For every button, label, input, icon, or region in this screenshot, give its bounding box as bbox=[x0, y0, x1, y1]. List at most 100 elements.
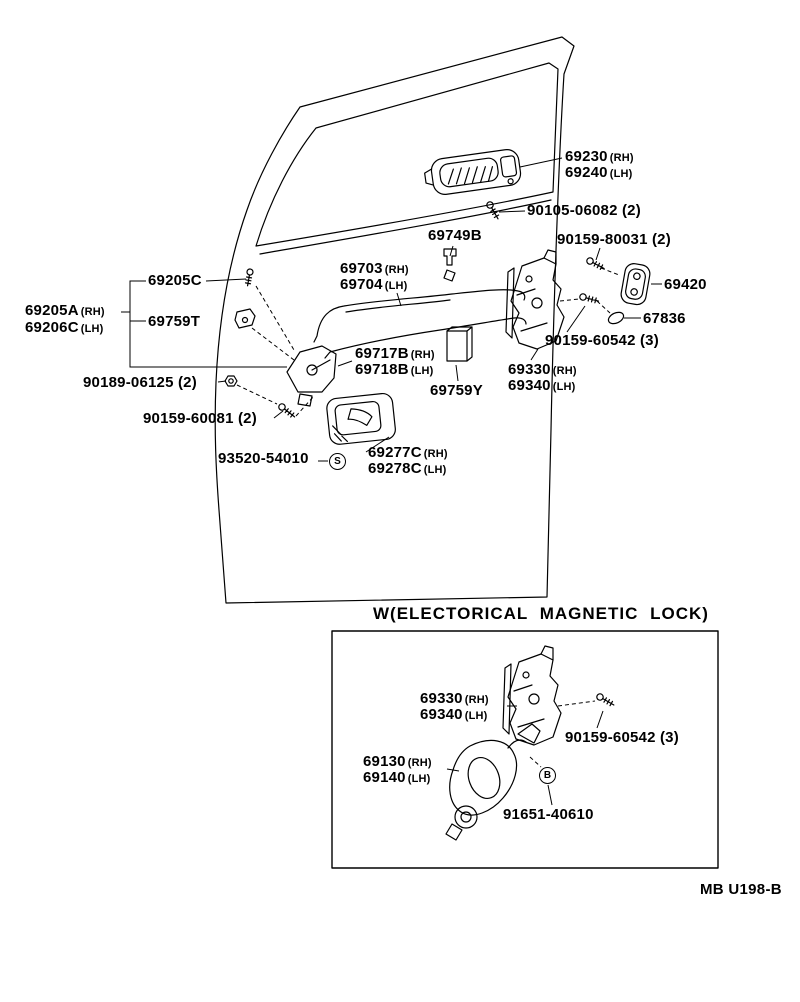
label-90159-60081: 90159-60081 (2) bbox=[143, 411, 257, 427]
rod-69703-art bbox=[313, 289, 526, 343]
part-number-text: 69230 bbox=[565, 148, 608, 165]
part-side-suffix: (RH) bbox=[384, 264, 409, 276]
inset-box-title: W(ELECTORICAL MAGNETIC LOCK) bbox=[373, 604, 709, 623]
label-69340-main: 69340(LH) bbox=[508, 378, 576, 395]
part-number-text: 69206C bbox=[25, 319, 79, 336]
screw-60542-inset-icon bbox=[596, 693, 615, 707]
screw-60081-icon bbox=[278, 403, 296, 418]
part-side-suffix: (LH) bbox=[410, 365, 434, 377]
part-number-text: 91651-40610 bbox=[503, 806, 594, 823]
leader-lines bbox=[121, 157, 662, 806]
part-69759T-art bbox=[234, 308, 256, 329]
part-number-text: 69340 bbox=[420, 706, 463, 723]
label-69205A: 69205A(RH) bbox=[25, 303, 105, 320]
window-frame bbox=[255, 62, 559, 247]
part-number-text: 90159-80031 (2) bbox=[557, 231, 671, 248]
part-number-text: 90159-60542 (3) bbox=[545, 332, 659, 349]
label-69420: 69420 bbox=[664, 277, 707, 293]
label-69759T: 69759T bbox=[148, 314, 200, 330]
part-side-suffix: (RH) bbox=[80, 306, 105, 318]
label-69240: 69240(LH) bbox=[565, 165, 633, 182]
part-number-text: 90159-60542 (3) bbox=[565, 729, 679, 746]
part-number-text: 90159-60081 (2) bbox=[143, 410, 257, 427]
part-number-text: 69240 bbox=[565, 164, 608, 181]
label-69140: 69140(LH) bbox=[363, 770, 431, 787]
part-number-text: 69718B bbox=[355, 361, 409, 378]
label-69718B: 69718B(LH) bbox=[355, 362, 434, 379]
part-side-suffix: (LH) bbox=[609, 168, 633, 180]
label-69278C: 69278C(LH) bbox=[368, 461, 447, 478]
label-90105-06082: 90105-06082 (2) bbox=[527, 203, 641, 219]
part-side-suffix: (LH) bbox=[552, 381, 576, 393]
part-side-suffix: (RH) bbox=[464, 694, 489, 706]
block-69759Y-art bbox=[446, 326, 473, 362]
label-67836: 67836 bbox=[643, 311, 686, 327]
label-69205C: 69205C bbox=[148, 273, 202, 289]
gasket-67836-art bbox=[607, 311, 625, 325]
part-number-text: 69749B bbox=[428, 227, 482, 244]
label-69230: 69230(RH) bbox=[565, 149, 634, 166]
screw-60542-icon bbox=[579, 293, 600, 304]
part-side-suffix: (RH) bbox=[410, 349, 435, 361]
label-90159-80031: 90159-80031 (2) bbox=[557, 232, 671, 248]
inset-box-border bbox=[331, 630, 719, 869]
part-number-text: 69340 bbox=[508, 377, 551, 394]
rod-69717-art bbox=[324, 317, 527, 359]
part-number-text: 69278C bbox=[368, 460, 422, 477]
part-number-text: 69330 bbox=[508, 361, 551, 378]
label-90189-06125: 90189-06125 (2) bbox=[83, 375, 197, 391]
part-number-text: S bbox=[334, 456, 341, 467]
striker-69420-art bbox=[620, 263, 651, 306]
part-number-text: 69759Y bbox=[430, 382, 483, 399]
part-number-text: 69205C bbox=[148, 272, 202, 289]
label-69330-main: 69330(RH) bbox=[508, 362, 577, 379]
label-91651-40610: 91651-40610 bbox=[503, 807, 594, 823]
exterior-handle-art bbox=[424, 149, 522, 195]
part-side-suffix: (RH) bbox=[407, 757, 432, 769]
part-side-suffix: (LH) bbox=[464, 710, 488, 722]
part-number-text: 69140 bbox=[363, 769, 406, 786]
clip-69205C-art bbox=[244, 268, 254, 287]
door-outline bbox=[214, 36, 575, 604]
part-number-text: 69717B bbox=[355, 345, 409, 362]
part-side-suffix: (LH) bbox=[423, 464, 447, 476]
part-number-text: 69277C bbox=[368, 444, 422, 461]
label-69206C: 69206C(LH) bbox=[25, 320, 104, 337]
part-number-text: 69703 bbox=[340, 260, 383, 277]
callout-circle-S: S bbox=[329, 453, 346, 470]
label-90159-60542-main: 90159-60542 (3) bbox=[545, 333, 659, 349]
label-69277C: 69277C(RH) bbox=[368, 445, 448, 462]
part-number-text: 69420 bbox=[664, 276, 707, 293]
part-number-text: B bbox=[543, 770, 552, 781]
callout-circle-B: B bbox=[539, 767, 556, 784]
part-side-suffix: (LH) bbox=[407, 773, 431, 785]
label-93520-54010: 93520-54010 bbox=[218, 451, 309, 467]
label-69340-inset: 69340(LH) bbox=[420, 707, 488, 724]
screw-80031-icon bbox=[586, 257, 605, 270]
assembly-dashed-lines bbox=[236, 267, 620, 768]
part-side-suffix: (RH) bbox=[609, 152, 634, 164]
rod-69703-inner-line bbox=[345, 299, 451, 313]
part-number-text: 90105-06082 (2) bbox=[527, 202, 641, 219]
window-sill-line bbox=[259, 199, 552, 255]
label-69330-inset: 69330(RH) bbox=[420, 691, 489, 708]
lock-assembly-art bbox=[505, 249, 565, 350]
part-number-text: 67836 bbox=[643, 310, 686, 327]
part-number-text: 93520-54010 bbox=[218, 450, 309, 467]
handle-frame-art bbox=[286, 345, 337, 407]
part-number-text: 69704 bbox=[340, 276, 383, 293]
label-69717B: 69717B(RH) bbox=[355, 346, 435, 363]
label-69759Y: 69759Y bbox=[430, 383, 483, 399]
drawing-code: MB U198-B bbox=[700, 881, 782, 898]
part-number-text: 69759T bbox=[148, 313, 201, 330]
part-number-text: 90189-06125 (2) bbox=[83, 374, 197, 391]
label-69703: 69703(RH) bbox=[340, 261, 409, 278]
part-side-suffix: (RH) bbox=[552, 365, 577, 377]
part-side-suffix: (LH) bbox=[80, 323, 104, 335]
label-69749B: 69749B bbox=[428, 228, 482, 244]
part-number-text: 69205A bbox=[25, 302, 79, 319]
part-side-suffix: (RH) bbox=[423, 448, 448, 460]
